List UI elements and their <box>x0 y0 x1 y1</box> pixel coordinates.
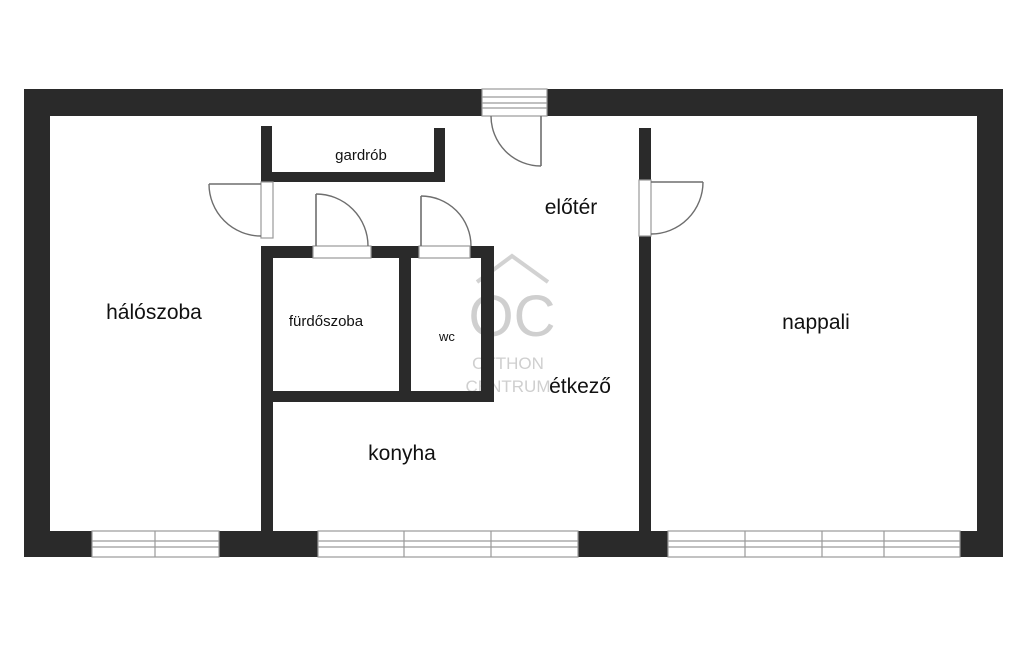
window <box>91 530 220 558</box>
wall-bottom-segment <box>24 531 92 557</box>
bathroom-wall-top <box>371 246 419 258</box>
bathroom-door <box>312 193 372 259</box>
living-wall-upper <box>639 128 651 180</box>
wc-door <box>418 195 472 259</box>
bathroom-door-opening <box>312 245 372 259</box>
entrance-door-swing <box>490 115 542 167</box>
wall-top-right <box>547 89 1003 116</box>
bathroom-wall-top <box>261 246 313 258</box>
wc-wall-right <box>481 246 494 402</box>
bedroom-door-swing <box>208 183 262 237</box>
bedroom-door <box>208 181 274 239</box>
bathroom-door-swing <box>315 193 369 247</box>
wardrobe-wall-left <box>261 126 272 182</box>
room-label-wc: wc <box>438 329 455 344</box>
wc-door-swing <box>420 195 472 247</box>
windows <box>91 530 961 558</box>
wall-bottom-segment <box>960 531 1003 557</box>
room-label-wardrobe: gardrób <box>335 147 387 164</box>
window <box>317 530 579 558</box>
room-label-bedroom: hálószoba <box>106 301 202 324</box>
wet-block-wall-bottom <box>261 391 494 402</box>
room-label-bathroom: fürdőszoba <box>289 313 364 330</box>
window <box>667 530 961 558</box>
wardrobe-wall-right <box>434 128 445 182</box>
wall-left <box>24 89 50 557</box>
wall-bottom-segment <box>219 531 318 557</box>
wall-right <box>977 89 1003 557</box>
wall-bottom-segment <box>578 531 668 557</box>
room-label-dining: étkező <box>549 375 611 398</box>
room-label-living: nappali <box>782 311 850 334</box>
wall-top-left <box>24 89 482 116</box>
watermark: OC OTTHON CENTRUM <box>466 253 556 396</box>
wardrobe-wall-bottom <box>261 172 445 182</box>
bathroom-wc-partition <box>399 246 411 392</box>
bedroom-door-opening <box>260 181 274 239</box>
room-labels: gardrób előtér hálószoba fürdőszoba wc n… <box>106 147 850 465</box>
outer-walls <box>24 89 1003 557</box>
entrance-door <box>481 88 548 167</box>
living-room-door-opening <box>638 179 652 237</box>
living-wall-lower <box>639 236 651 531</box>
room-label-hall: előtér <box>545 196 598 219</box>
bedroom-partition-wall <box>261 246 273 531</box>
living-room-door <box>638 179 704 237</box>
living-room-door-swing <box>650 181 704 235</box>
wc-door-opening <box>418 245 471 259</box>
inner-walls <box>261 126 651 531</box>
room-label-kitchen: konyha <box>368 442 436 465</box>
